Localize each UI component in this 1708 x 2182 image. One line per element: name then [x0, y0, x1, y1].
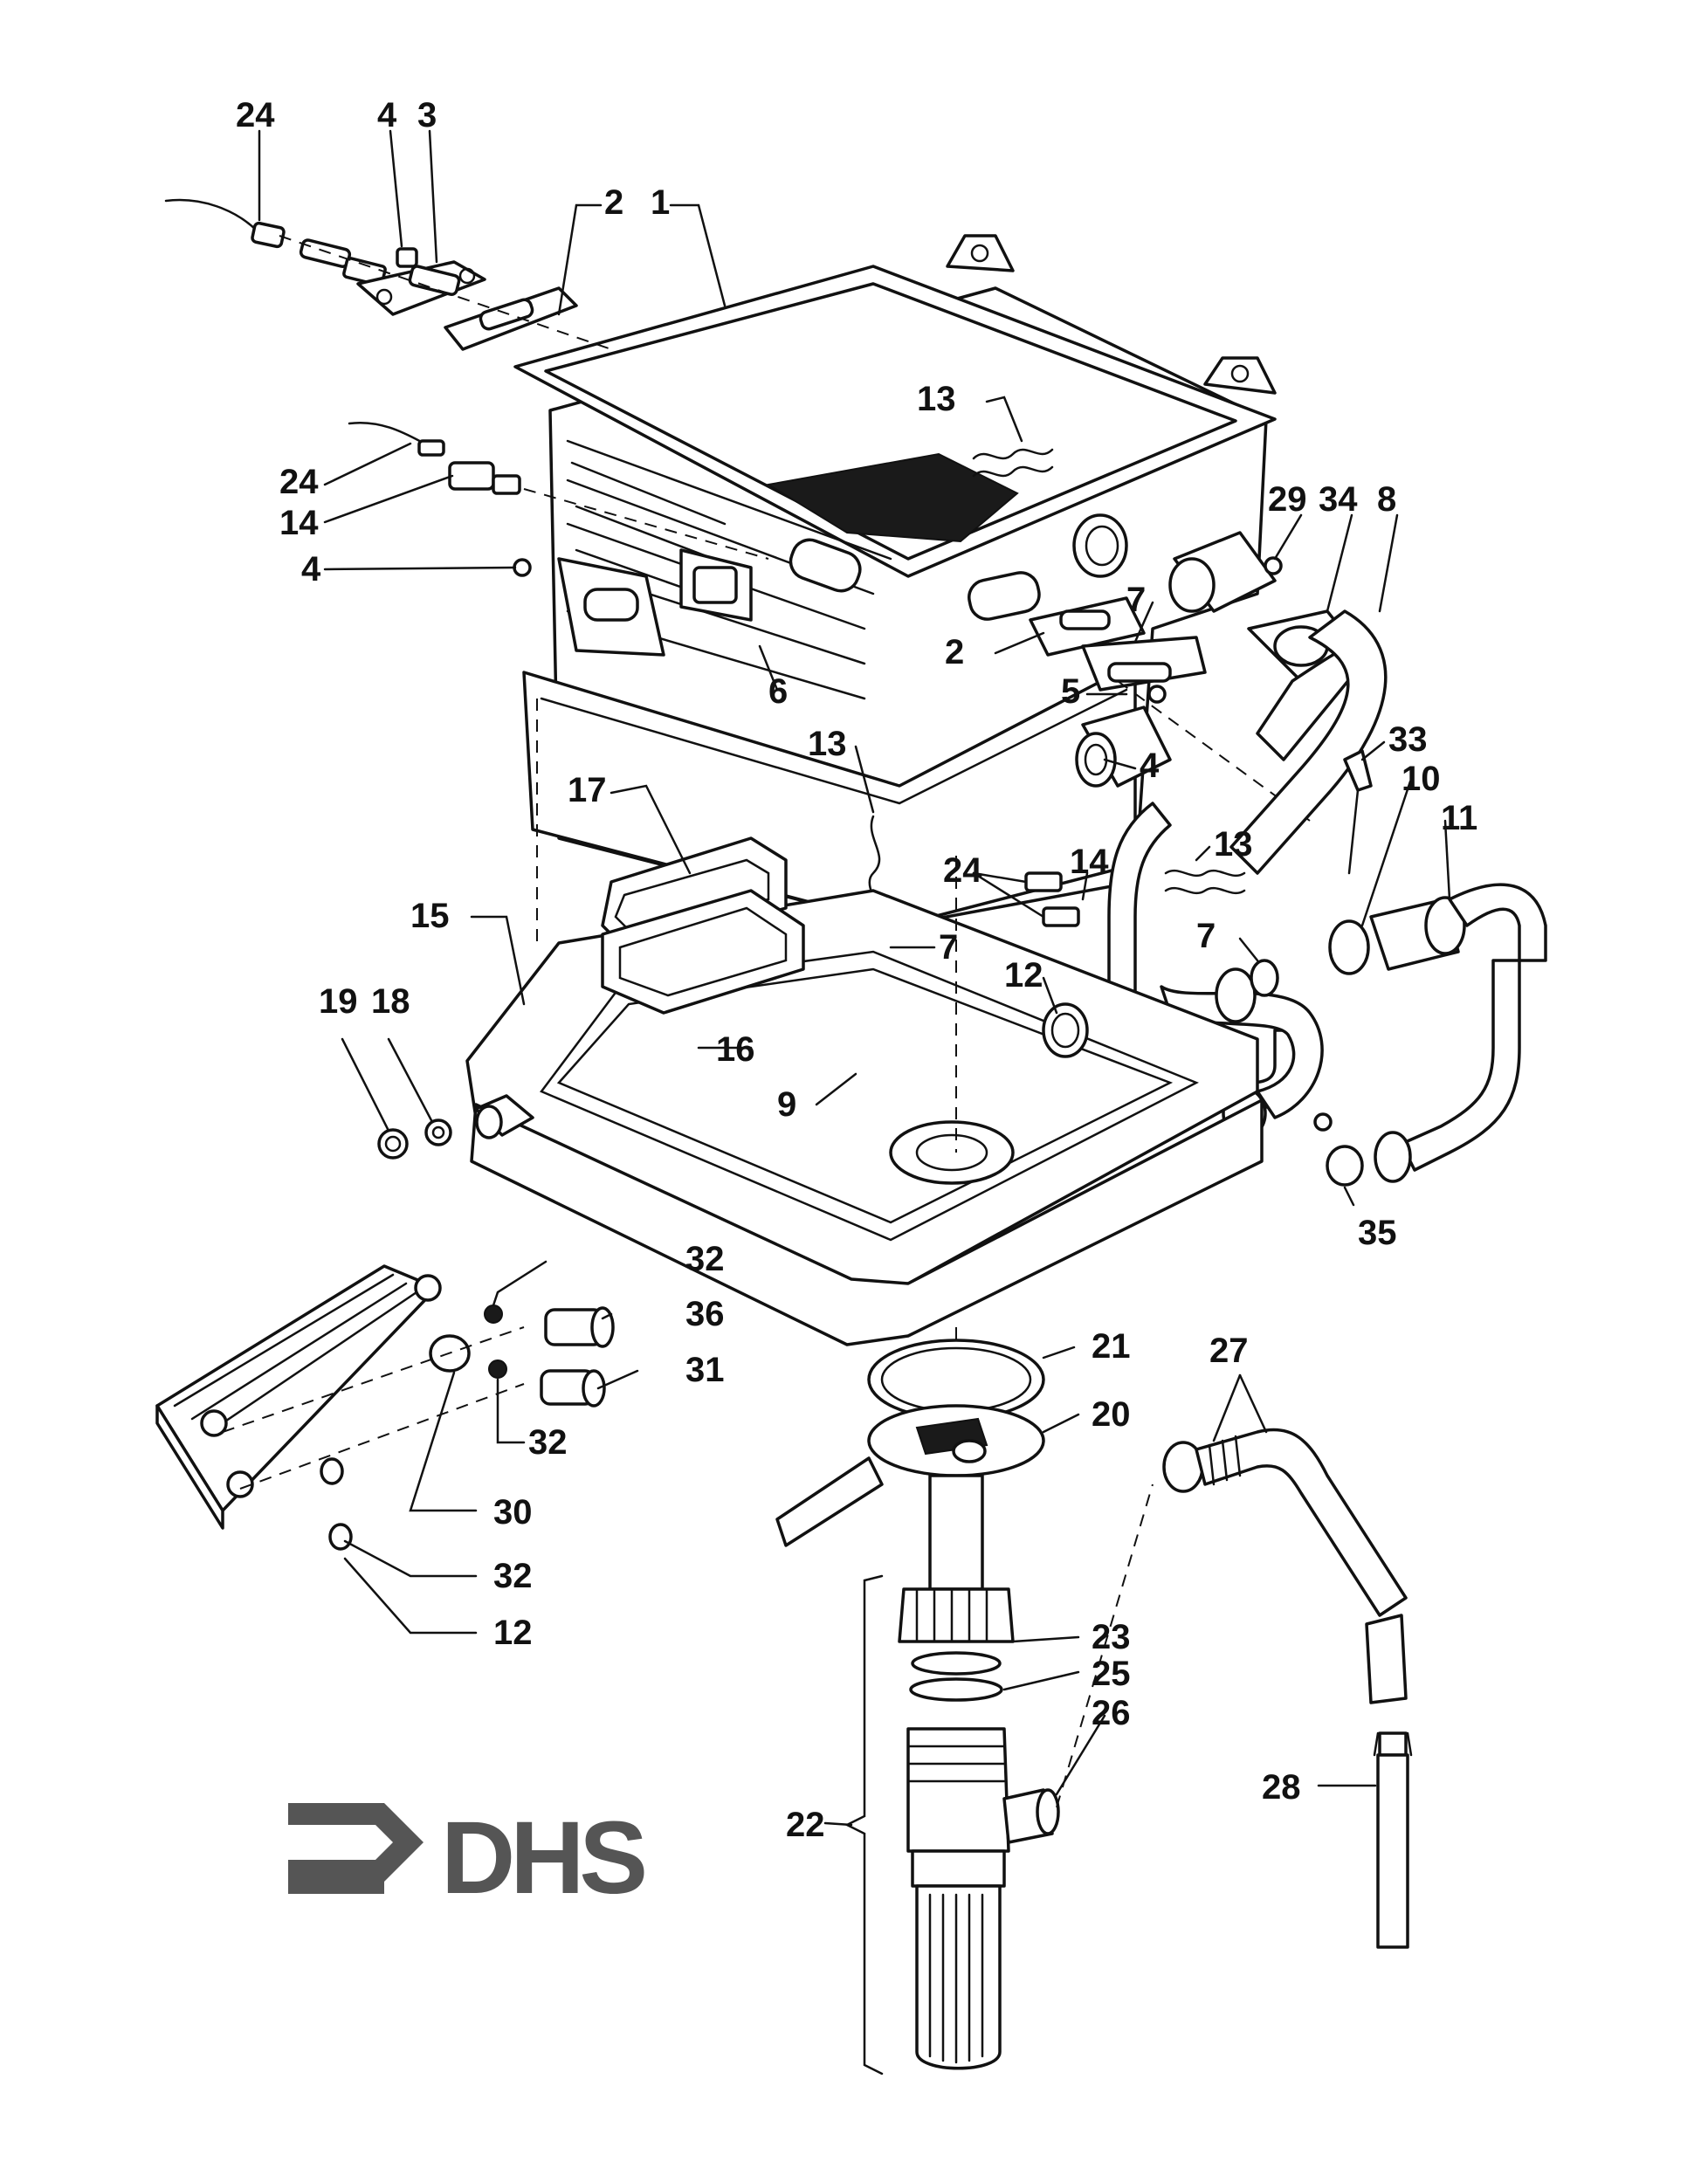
callout-26: 26: [1092, 1694, 1131, 1732]
callout-20: 20: [1092, 1395, 1131, 1434]
callout-31: 31: [685, 1351, 725, 1389]
callout-14-pan: 14: [1070, 843, 1109, 881]
callout-11: 11: [1441, 799, 1477, 837]
callout-4-probe: 4: [377, 96, 397, 134]
drip-pan-assembly: [377, 699, 1264, 1397]
callout-35: 35: [1358, 1214, 1397, 1252]
callout-10: 10: [1402, 760, 1441, 798]
callout-4-sensor: 4: [301, 550, 321, 589]
logo-arrow-base: [288, 1873, 384, 1894]
callout-22: 22: [786, 1806, 825, 1844]
callout-2-gasket-top: 2: [604, 183, 623, 222]
callout-7-fitting-top: 7: [1126, 581, 1146, 619]
callout-15: 15: [410, 897, 450, 935]
callout-32-mid: 32: [528, 1423, 568, 1462]
callout-33: 33: [1388, 720, 1428, 759]
callout-29: 29: [1268, 480, 1307, 519]
callout-7-left: 7: [939, 928, 958, 967]
callout-24-probe: 24: [236, 96, 275, 134]
callout-17: 17: [568, 771, 607, 809]
callout-13-clip-right: 13: [1214, 825, 1253, 864]
callout-13-clip-mid: 13: [808, 725, 847, 763]
logo-arrow-icon: [288, 1803, 424, 1882]
dhs-logo: DHS: [288, 1800, 650, 1916]
callout-24-pan: 24: [943, 851, 982, 890]
callout-5: 5: [1061, 672, 1080, 711]
callout-9: 9: [777, 1085, 796, 1124]
callout-12-bottom: 12: [493, 1614, 533, 1652]
leader-lines: [258, 129, 1451, 1827]
callout-25: 25: [1092, 1655, 1131, 1693]
heat-exchanger: [155, 1264, 615, 1551]
callout-28: 28: [1262, 1768, 1301, 1807]
callout-labels: 24 4 3 2 1 13 24 14 4 29 34 8 7 2 6 5 13…: [236, 96, 1477, 1844]
callout-32-top: 32: [685, 1240, 725, 1278]
callout-14-sensor: 14: [279, 504, 319, 542]
left-sensor-assembly: [348, 421, 769, 577]
callout-23: 23: [1092, 1618, 1131, 1656]
callout-7-right: 7: [1196, 917, 1216, 955]
outlet-hose-assembly: [1162, 1428, 1413, 1949]
callout-19: 19: [319, 982, 358, 1021]
callout-24-sensor: 24: [279, 463, 319, 501]
logo-text: DHS: [441, 1800, 644, 1916]
callout-27: 27: [1209, 1332, 1249, 1370]
callout-2-gasket-side: 2: [945, 633, 964, 671]
callout-34: 34: [1319, 480, 1358, 519]
callout-36: 36: [685, 1295, 725, 1333]
callout-32-bottom: 32: [493, 1557, 533, 1595]
callout-16: 16: [716, 1030, 755, 1069]
callout-30: 30: [493, 1493, 533, 1532]
callout-8: 8: [1377, 480, 1396, 519]
callout-21: 21: [1092, 1327, 1131, 1366]
callout-12-pan: 12: [1004, 956, 1043, 995]
callout-13-clip-top: 13: [917, 380, 956, 418]
drain-trap-assembly: [775, 1339, 1154, 2075]
callout-1-tank: 1: [651, 183, 670, 222]
callout-4-outlet: 4: [1140, 747, 1160, 785]
callout-3: 3: [417, 96, 437, 134]
thermostat-probe-assembly: [164, 198, 612, 351]
callout-18: 18: [371, 982, 410, 1021]
callout-6: 6: [768, 672, 788, 711]
right-fittings-assembly: [1029, 513, 1388, 875]
